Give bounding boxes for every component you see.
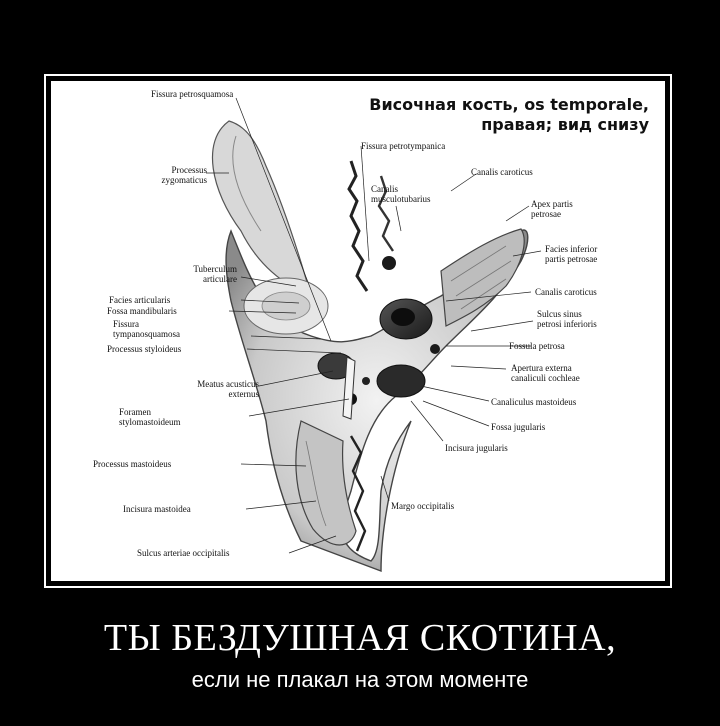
label-incisura-jugularis: Incisura jugularis (445, 443, 508, 453)
label-foramen-stylomastoideum: Foramen stylomastoideum (119, 407, 181, 427)
heading-line-2: правая; вид снизу (481, 115, 649, 134)
label-fossula-petrosa: Fossula petrosa (509, 341, 565, 351)
label-facies-inferior: Facies inferior partis petrosae (545, 244, 598, 264)
label-tuberculum-articulare: Tuberculum articulare (193, 264, 237, 284)
label-canalis-musculotubarius: Canalis musculotubarius (371, 184, 431, 204)
poster-subtitle: если не плакал на этом моменте (191, 667, 529, 692)
jugular-fossa (376, 364, 426, 398)
diagram-heading: Височная кость, os temporale, правая; ви… (369, 95, 649, 135)
label-meatus-acusticus: Meatus acusticus externus (197, 379, 259, 399)
label-fissura-petrosquamosa: Fissura petrosquamosa (151, 89, 234, 99)
label-apertura-externa: Apertura externa canaliculi cochleae (511, 363, 580, 383)
mastoid-process (295, 420, 357, 546)
label-incisura-mastoidea: Incisura mastoidea (123, 504, 191, 514)
label-processus-styloideus: Processus styloideus (107, 344, 182, 354)
heading-line-1: Височная кость, os temporale, (369, 95, 649, 114)
label-canalis-caroticus: Canalis caroticus (535, 287, 597, 297)
label-canalis-caroticus-top: Canalis caroticus (471, 167, 533, 177)
label-sulcus-arteriae-occipitalis: Sulcus arteriae occipitalis (137, 548, 230, 558)
poster-frame: Височная кость, os temporale, правая; ви… (44, 74, 672, 588)
label-fossa-jugularis: Fossa jugularis (491, 422, 546, 432)
label-fissura-petrotympanica: Fissura petrotympanica (361, 141, 446, 151)
jagged-margin (347, 160, 369, 292)
petrous-apex (440, 228, 525, 327)
label-fissura-tympanosquamosa: Fissura tympanosquamosa (113, 319, 180, 339)
anatomy-plate: Височная кость, os temporale, правая; ви… (51, 81, 665, 581)
label-margo-occipitalis: Margo occipitalis (391, 501, 455, 511)
label-canaliculus-mastoideus: Canaliculus mastoideus (491, 397, 577, 407)
temporal-bone-illustration (206, 97, 542, 573)
label-apex-partis-petrosae: Apex partis petrosae (531, 199, 573, 219)
styloid-process (342, 356, 356, 420)
poster-title: ТЫ БЕЗДУШНАЯ СКОТИНА, (103, 617, 617, 659)
label-fossa-mandibularis: Fossa mandibularis (107, 306, 177, 316)
label-processus-zygomaticus: Processus zygomaticus (161, 165, 208, 185)
label-processus-mastoideus: Processus mastoideus (93, 459, 172, 469)
label-sulcus-sinus-petrosi: Sulcus sinus petrosi inferioris (537, 309, 597, 329)
label-facies-articularis: Facies articularis (109, 295, 171, 305)
